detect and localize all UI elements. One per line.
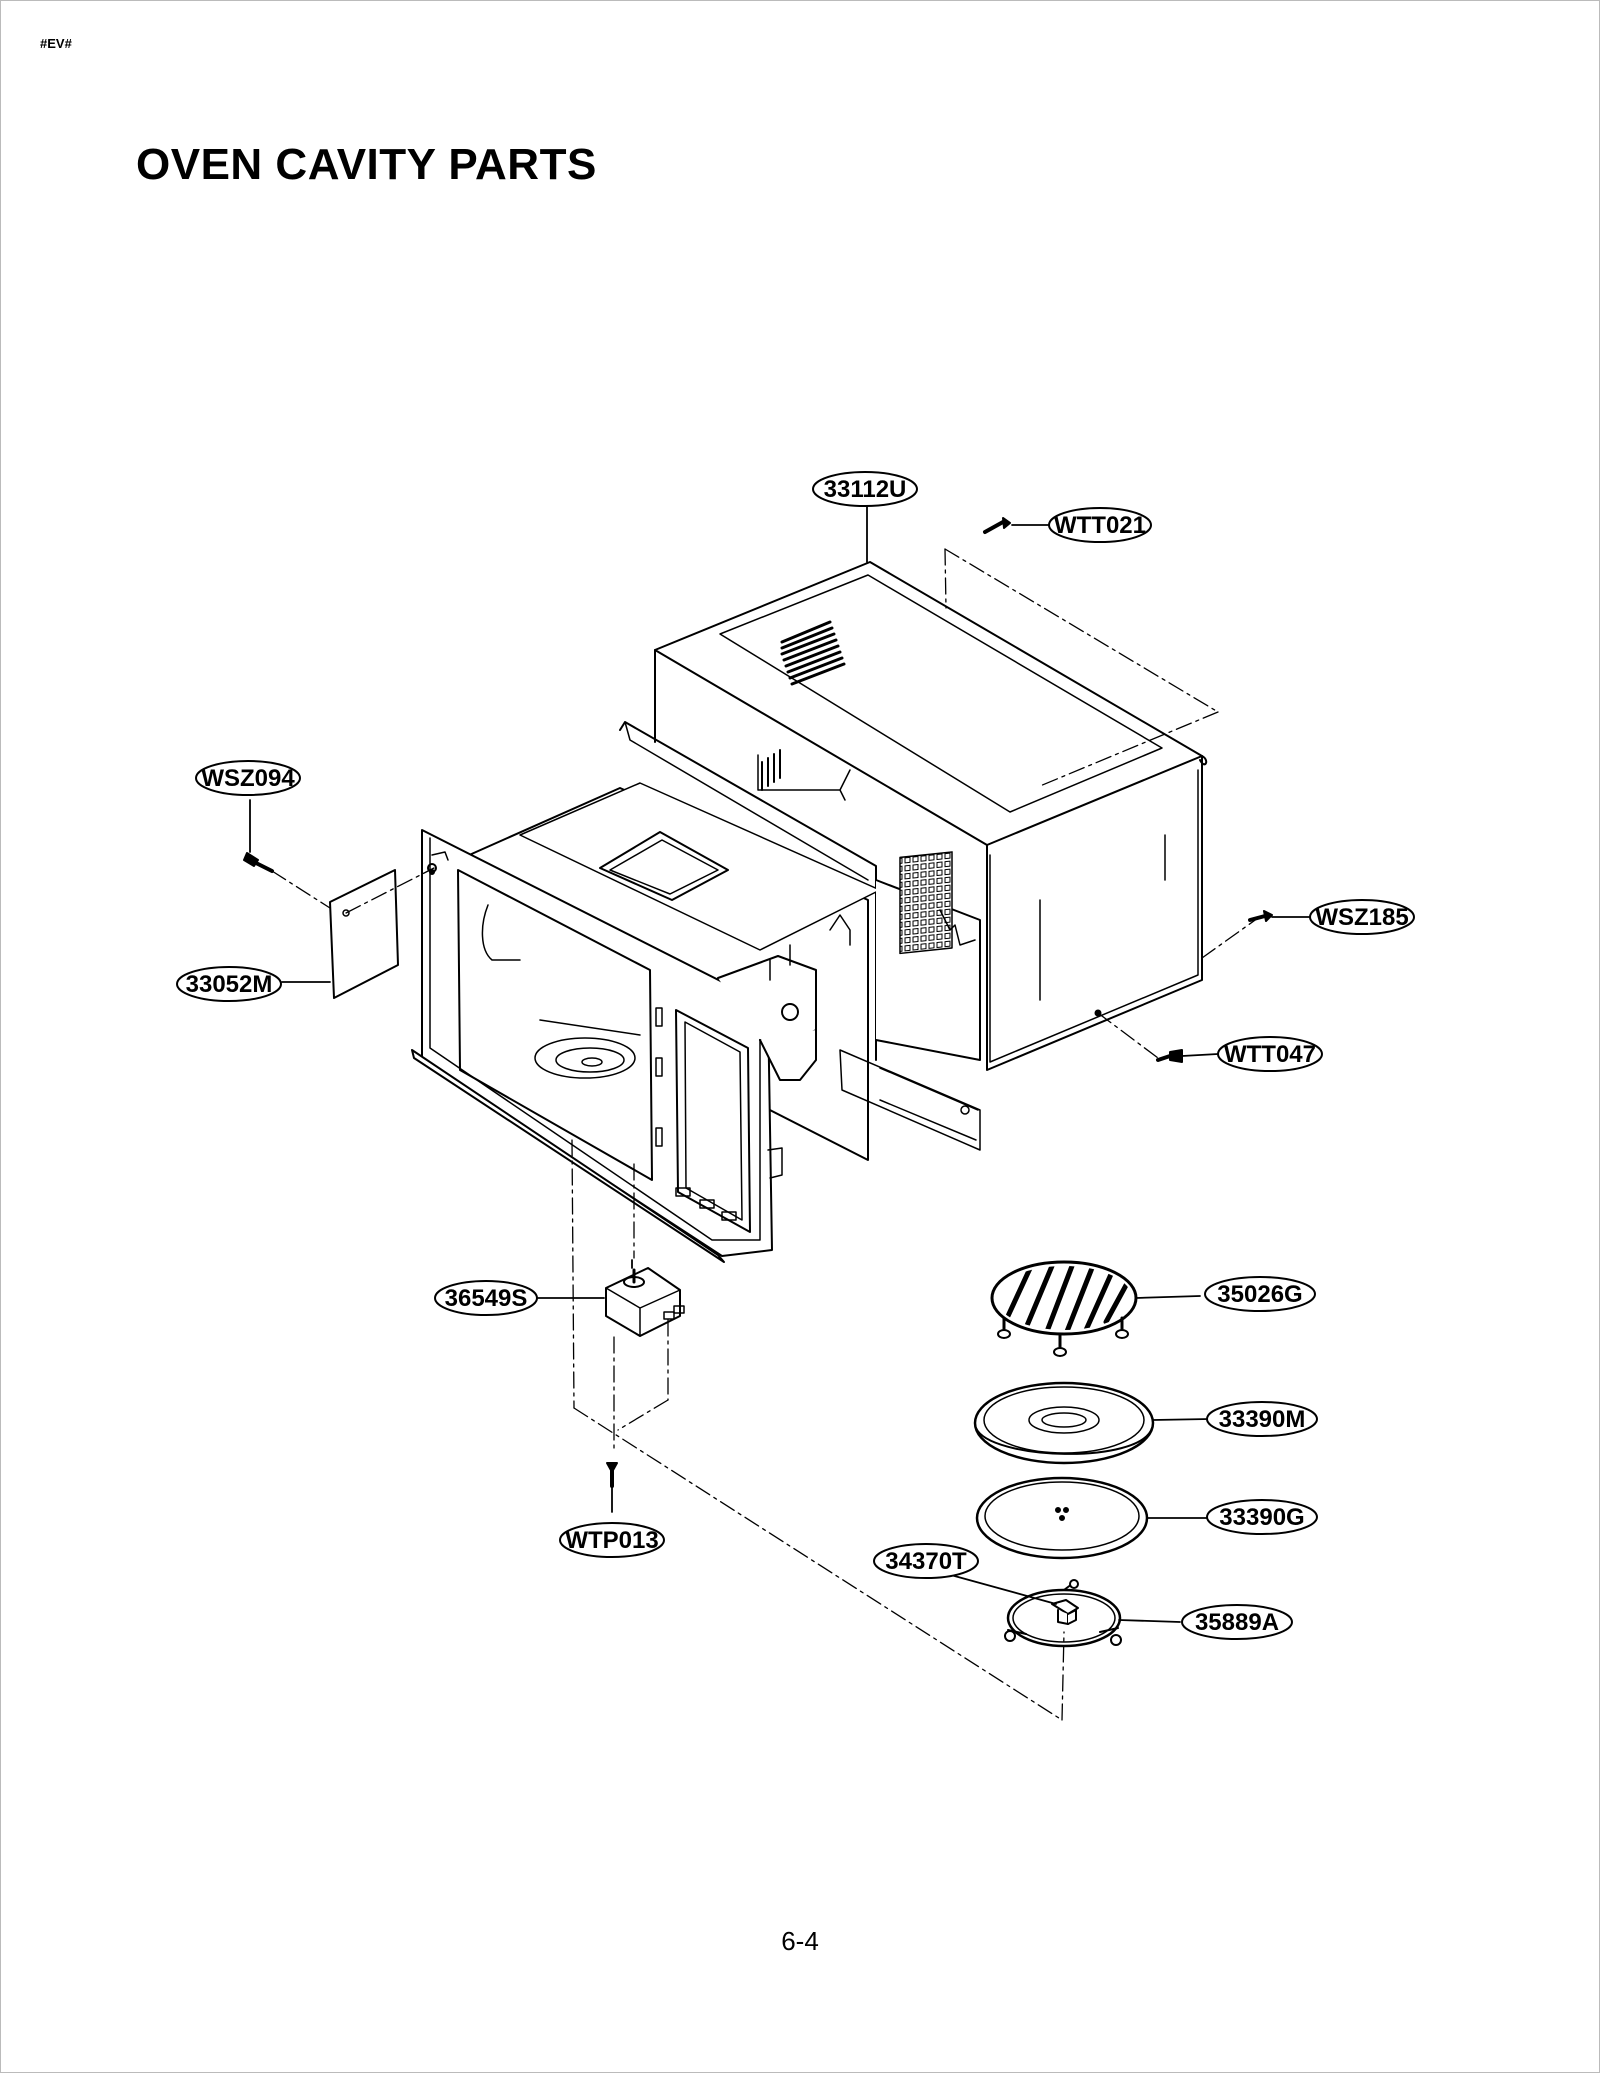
callout-label: 35889A (1195, 1609, 1279, 1636)
callout-wtt047: WTT047 (1217, 1036, 1323, 1072)
callout-33112u: 33112U (812, 471, 918, 507)
callout-33390m: 33390M (1206, 1401, 1318, 1437)
rack-shape (990, 1260, 1138, 1357)
callout-wtt021: WTT021 (1048, 507, 1152, 543)
callout-label: WSZ094 (201, 765, 295, 792)
screw-wsz185-shape (1248, 910, 1273, 922)
screw-wtt047-shape (1156, 1049, 1183, 1063)
turntable-motor-shape (605, 1267, 685, 1337)
internal-bracket (717, 944, 817, 1081)
front-frame (411, 829, 783, 1263)
callout-33390g: 33390G (1206, 1499, 1318, 1535)
callout-label: WTT047 (1224, 1041, 1316, 1068)
callout-label: 35026G (1217, 1281, 1302, 1308)
callout-label: 34370T (885, 1548, 967, 1575)
glass-tray-shape (975, 1476, 1149, 1560)
tray-33390m-shape (973, 1381, 1155, 1465)
callout-label: WSZ185 (1315, 904, 1408, 931)
screw-wtt021-shape (983, 517, 1011, 534)
callout-label: 33390M (1219, 1406, 1306, 1433)
callout-label: 33052M (186, 971, 273, 998)
callout-label: WTT021 (1054, 512, 1146, 539)
screw-wsz094-shape (243, 852, 274, 873)
outer-cabinet (654, 561, 1208, 1071)
callout-wsz094: WSZ094 (195, 760, 301, 796)
page-marker: #EV# (40, 36, 72, 51)
callout-33052m: 33052M (176, 966, 282, 1002)
callout-wtp013: WTP013 (559, 1522, 665, 1558)
leader-lines (249, 504, 1311, 1623)
page-title: OVEN CAVITY PARTS (136, 140, 597, 189)
cover-plate (329, 869, 399, 999)
page-number: 6-4 (781, 1926, 819, 1956)
callout-35026g: 35026G (1204, 1276, 1316, 1312)
callout-35889a: 35889A (1181, 1604, 1293, 1640)
callout-label: 33112U (824, 476, 907, 503)
callout-wsz185: WSZ185 (1309, 899, 1415, 935)
callout-label: 36549S (445, 1285, 528, 1312)
callout-34370t: 34370T (873, 1543, 979, 1579)
callout-label: WTP013 (565, 1527, 658, 1554)
assembly-center-lines (271, 548, 1259, 1721)
coupler-shape (1051, 1599, 1079, 1625)
screw-wtp013-shape (606, 1462, 618, 1488)
callout-36549s: 36549S (434, 1280, 538, 1316)
callout-label: 33390G (1219, 1504, 1304, 1531)
